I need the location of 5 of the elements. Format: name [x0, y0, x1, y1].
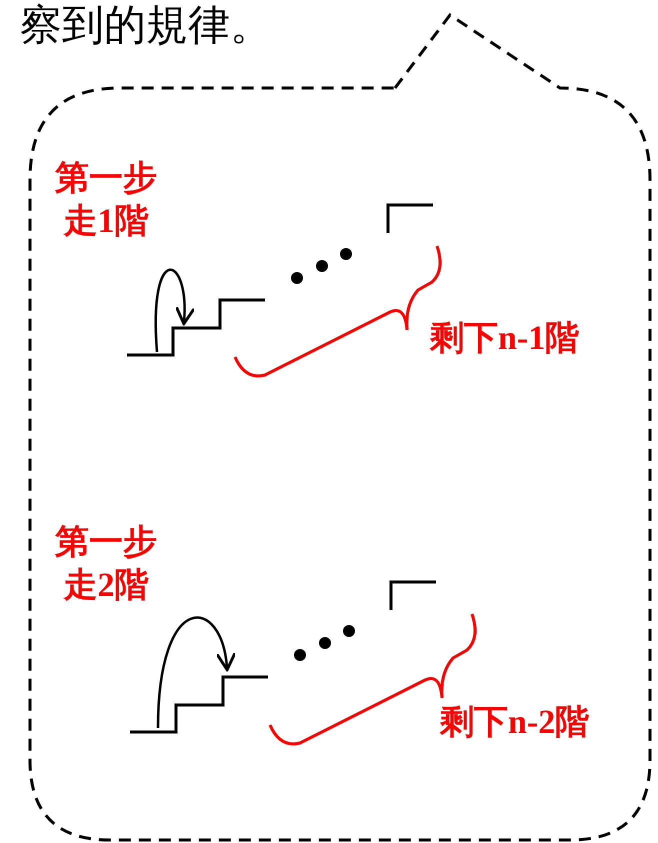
remaining-label: 剩下n-2階: [440, 703, 590, 743]
step-label: 第一步走1階: [54, 159, 158, 242]
heading-text: 察到的規律。: [20, 2, 272, 51]
remaining-label: 剩下n-1階: [430, 319, 580, 359]
step-label: 第一步走2階: [54, 523, 158, 606]
